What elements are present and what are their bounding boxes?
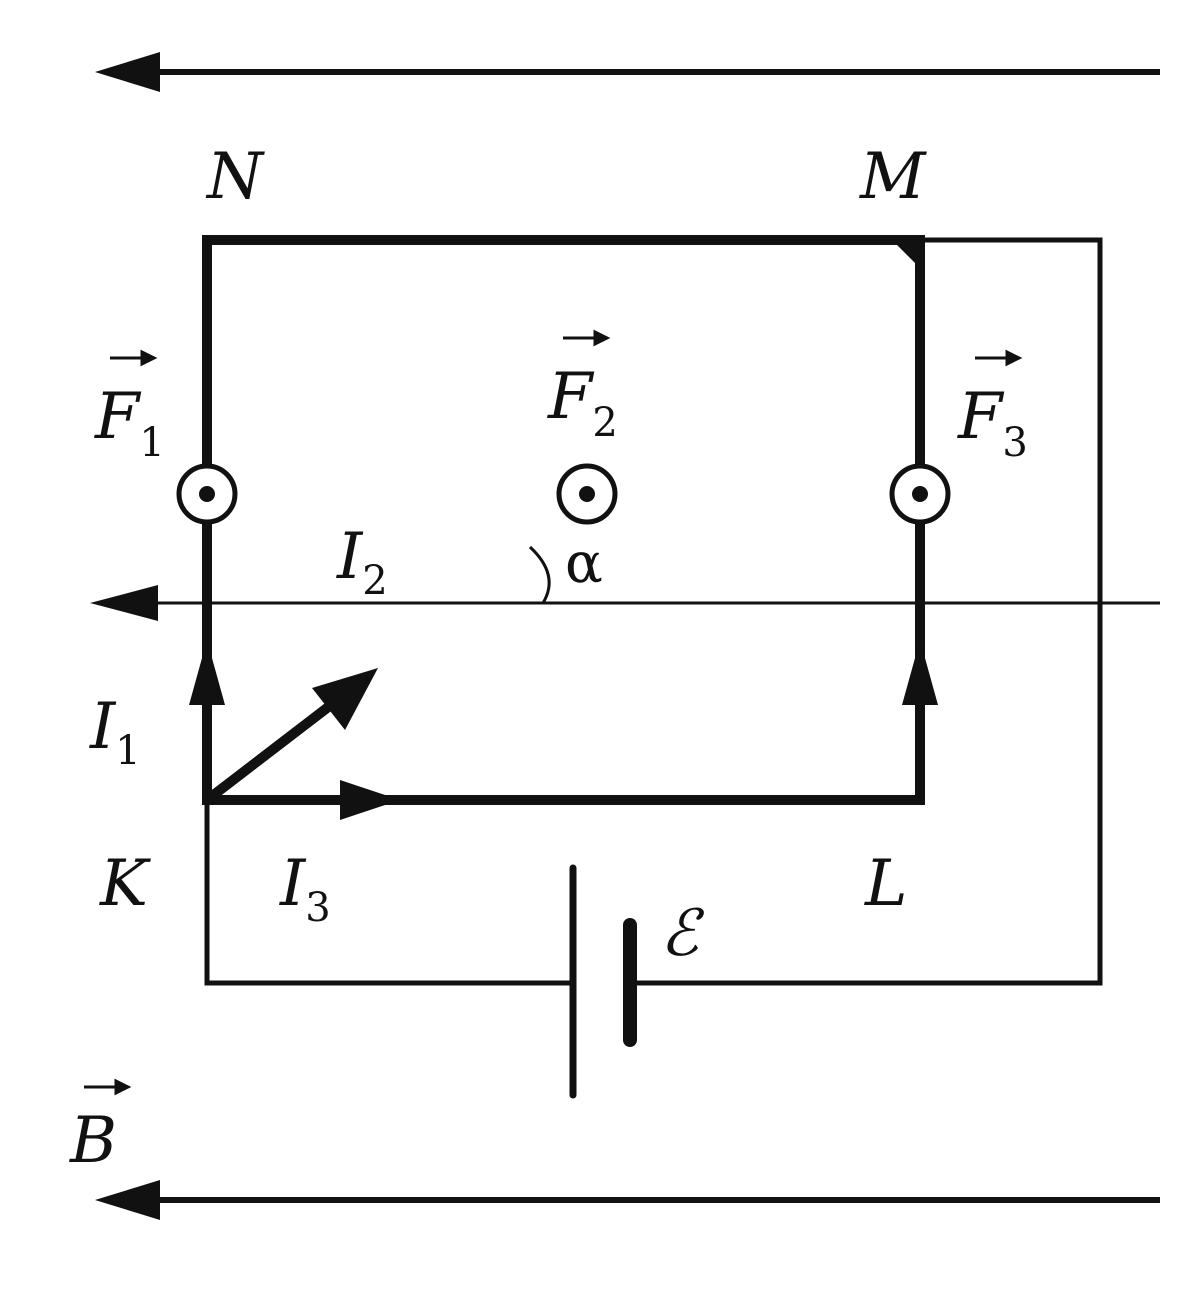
- label-alpha: α: [565, 531, 603, 596]
- label-i1: I1: [89, 690, 141, 774]
- field-line-middle: [90, 585, 1160, 621]
- force-dot-2: [579, 486, 595, 502]
- corner-m-arrow: [892, 240, 920, 268]
- current-arrow-i2-diagonal: [203, 668, 378, 804]
- out-of-page-dot-circle-icon: [176, 463, 951, 525]
- field-line-top: [95, 52, 1160, 92]
- battery-icon: [569, 864, 637, 1099]
- label-i2: I2: [336, 520, 388, 604]
- label-l: L: [864, 847, 908, 921]
- supply-wires: [204, 237, 1103, 986]
- label-m: M: [859, 140, 927, 214]
- current-arrow-ml: [902, 640, 938, 705]
- angle-alpha-arc: [528, 545, 551, 604]
- label-i3: I3: [279, 847, 331, 931]
- current-arrow-i3: [340, 780, 400, 820]
- label-b: B: [69, 1104, 117, 1178]
- force-dot-1: [199, 486, 215, 502]
- label-f2: F2: [547, 360, 618, 446]
- label-n: N: [205, 140, 265, 214]
- vector-overarrows: [84, 329, 1023, 1096]
- current-arrow-i1: [189, 640, 225, 705]
- field-line-bottom: [95, 1180, 1160, 1220]
- label-k: K: [99, 847, 151, 921]
- label-f3: F3: [957, 380, 1028, 466]
- label-f1: F1: [94, 380, 165, 466]
- label-emf: ℰ: [660, 897, 705, 971]
- force-dot-3: [912, 486, 928, 502]
